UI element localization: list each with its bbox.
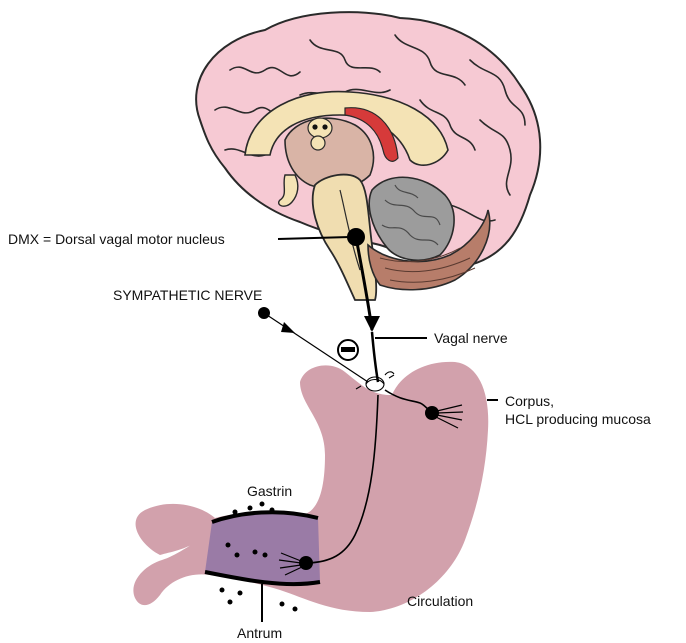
antrum-region bbox=[205, 512, 320, 584]
corpus-description-label: HCL producing mucosa bbox=[505, 411, 651, 427]
vagal-nerve-label: Vagal nerve bbox=[434, 330, 508, 346]
dmx-neuron-icon bbox=[347, 228, 365, 246]
stomach bbox=[133, 362, 488, 612]
corpus-label: Corpus, bbox=[505, 393, 554, 409]
circulation-label: Circulation bbox=[407, 593, 473, 609]
vagal-arrow-icon bbox=[364, 316, 380, 332]
sympathetic-neuron-icon bbox=[258, 307, 270, 319]
minus-circle-icon bbox=[338, 340, 358, 360]
thalamus-oval bbox=[308, 118, 332, 138]
sympathetic-arrow-icon bbox=[281, 322, 295, 333]
brain bbox=[196, 12, 540, 300]
gastrin-label: Gastrin bbox=[247, 483, 292, 499]
sympathetic-label: SYMPATHETIC NERVE bbox=[113, 287, 262, 303]
dmx-label: DMX = Dorsal vagal motor nucleus bbox=[8, 231, 225, 247]
antrum-label: Antrum bbox=[237, 625, 282, 641]
